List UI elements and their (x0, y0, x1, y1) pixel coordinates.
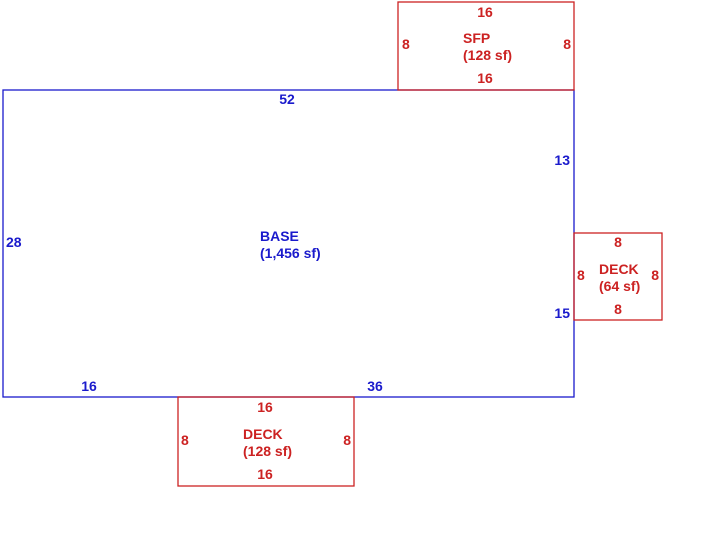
deck-bottom-area: DECK (128 sf) 16 16 8 8 (177, 396, 355, 487)
deck-right-area: DECK (64 sf) 8 8 8 8 (573, 232, 663, 321)
sfp-dim-right: 8 (563, 36, 571, 52)
deck-bottom-dim-bottom: 16 (257, 466, 273, 482)
deck-bottom-outline (177, 396, 355, 487)
base-dim-right-upper: 13 (554, 152, 570, 168)
deck-right-dim-bottom: 8 (614, 301, 622, 317)
deck-right-dim-top: 8 (614, 234, 622, 250)
sfp-outline (397, 1, 575, 91)
base-dim-bottom-left: 16 (81, 378, 97, 394)
sfp-name-label: SFP (463, 30, 490, 46)
base-dim-right-lower: 15 (554, 305, 570, 321)
base-dim-top: 52 (279, 91, 295, 107)
sfp-area-label: (128 sf) (463, 47, 512, 63)
base-area: BASE (1,456 sf) 52 28 13 15 16 36 (2, 89, 575, 398)
deck-bottom-dim-right: 8 (343, 432, 351, 448)
deck-right-area-label: (64 sf) (599, 278, 640, 294)
deck-bottom-dim-left: 8 (181, 432, 189, 448)
deck-right-outline (573, 232, 663, 321)
base-name-label: BASE (260, 228, 299, 244)
sfp-dim-bottom: 16 (477, 70, 493, 86)
deck-right-dim-right: 8 (651, 267, 659, 283)
deck-bottom-area-label: (128 sf) (243, 443, 292, 459)
base-dim-bottom-right: 36 (367, 378, 383, 394)
deck-bottom-name-label: DECK (243, 426, 283, 442)
deck-right-name-label: DECK (599, 261, 639, 277)
base-dim-left: 28 (6, 234, 22, 250)
sfp-dim-top: 16 (477, 4, 493, 20)
deck-bottom-dim-top: 16 (257, 399, 273, 415)
sfp-dim-left: 8 (402, 36, 410, 52)
base-area-label: (1,456 sf) (260, 245, 321, 261)
sfp-area: SFP (128 sf) 16 16 8 8 (397, 1, 575, 91)
deck-right-dim-left: 8 (577, 267, 585, 283)
